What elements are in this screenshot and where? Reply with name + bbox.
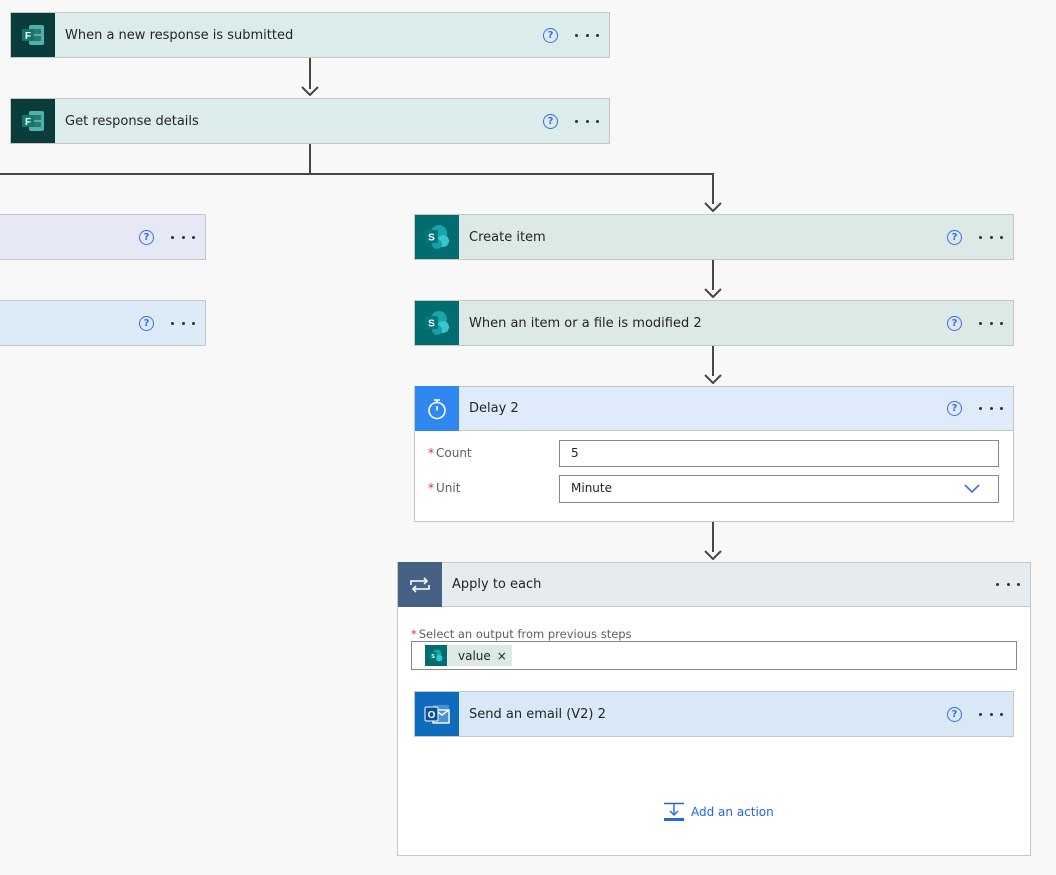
connector-arrow: [704, 202, 722, 212]
help-icon[interactable]: ?: [139, 229, 154, 245]
more-options-icon[interactable]: [575, 25, 599, 45]
step-title: Get response details: [65, 113, 199, 129]
sharepoint-icon: S: [415, 301, 459, 345]
more-options-icon[interactable]: [171, 313, 195, 333]
apply-to-each-header[interactable]: Apply to each: [397, 562, 1031, 607]
output-label: *Select an output from previous steps: [411, 627, 632, 641]
connector-line: [712, 522, 714, 552]
more-options-icon[interactable]: [979, 313, 1003, 333]
more-options-icon[interactable]: [979, 399, 1003, 419]
count-input[interactable]: 5: [559, 440, 999, 467]
step-get-response-details[interactable]: F Get response details ?: [10, 98, 610, 144]
more-options-icon[interactable]: [171, 227, 195, 247]
connector-arrow: [301, 86, 319, 96]
svg-text:F: F: [25, 117, 31, 128]
add-action-label: Add an action: [691, 805, 774, 819]
timer-icon: [415, 386, 459, 431]
unit-label: *Unit: [428, 481, 461, 495]
value-token[interactable]: S value ×: [425, 645, 512, 666]
help-icon[interactable]: ?: [947, 229, 962, 245]
add-action-button[interactable]: Add an action: [663, 802, 774, 822]
svg-text:S: S: [431, 653, 435, 659]
count-label: *Count: [428, 446, 472, 460]
step-left-branch-1[interactable]: ?: [0, 214, 206, 260]
forms-icon: F: [11, 13, 55, 57]
help-icon[interactable]: ?: [947, 401, 962, 416]
step-send-email[interactable]: O Send an email (V2) 2 ?: [414, 691, 1014, 737]
more-options-icon[interactable]: [979, 227, 1003, 247]
outlook-icon: O: [415, 692, 459, 736]
more-options-icon[interactable]: [979, 704, 1003, 724]
connector-line: [712, 346, 714, 376]
chevron-down-icon: [964, 484, 980, 494]
help-icon[interactable]: ?: [947, 706, 962, 722]
token-label: value: [458, 648, 491, 663]
step-title: Delay 2: [469, 401, 519, 416]
unit-select[interactable]: Minute: [559, 475, 999, 503]
step-create-item[interactable]: S Create item ?: [414, 214, 1014, 260]
connector-line: [309, 143, 311, 174]
help-icon[interactable]: ?: [947, 315, 962, 331]
step-delay-header[interactable]: Delay 2 ?: [414, 386, 1014, 431]
help-icon[interactable]: ?: [543, 27, 558, 43]
connector-line: [712, 173, 714, 204]
output-input[interactable]: [411, 641, 1017, 670]
connector-arrow: [704, 550, 722, 560]
svg-text:S: S: [428, 233, 435, 244]
svg-text:F: F: [25, 31, 31, 42]
step-title: Send an email (V2) 2: [469, 706, 606, 722]
step-left-branch-2[interactable]: ?: [0, 300, 206, 346]
unit-selected-value: Minute: [571, 481, 612, 495]
step-title: When an item or a file is modified 2: [469, 315, 702, 331]
connector-arrow: [704, 374, 722, 384]
help-icon[interactable]: ?: [139, 315, 154, 331]
step-title: Apply to each: [452, 577, 542, 592]
step-title: Create item: [469, 229, 546, 245]
help-icon[interactable]: ?: [543, 113, 558, 129]
forms-icon: F: [11, 99, 55, 143]
add-action-icon: [664, 802, 684, 821]
step-item-modified[interactable]: S When an item or a file is modified 2 ?: [414, 300, 1014, 346]
more-options-icon[interactable]: [996, 575, 1020, 595]
svg-text:S: S: [428, 319, 435, 330]
connector-line: [309, 57, 311, 89]
connector-line: [712, 260, 714, 290]
connector-arrow: [704, 288, 722, 298]
sharepoint-icon: S: [425, 645, 447, 666]
loop-icon: [398, 562, 442, 607]
branch-line: [0, 173, 714, 175]
close-icon[interactable]: ×: [496, 648, 507, 663]
svg-text:O: O: [428, 710, 436, 721]
sharepoint-icon: S: [415, 215, 459, 259]
more-options-icon[interactable]: [575, 111, 599, 131]
step-trigger[interactable]: F When a new response is submitted ?: [10, 12, 610, 58]
step-title: When a new response is submitted: [65, 27, 294, 43]
